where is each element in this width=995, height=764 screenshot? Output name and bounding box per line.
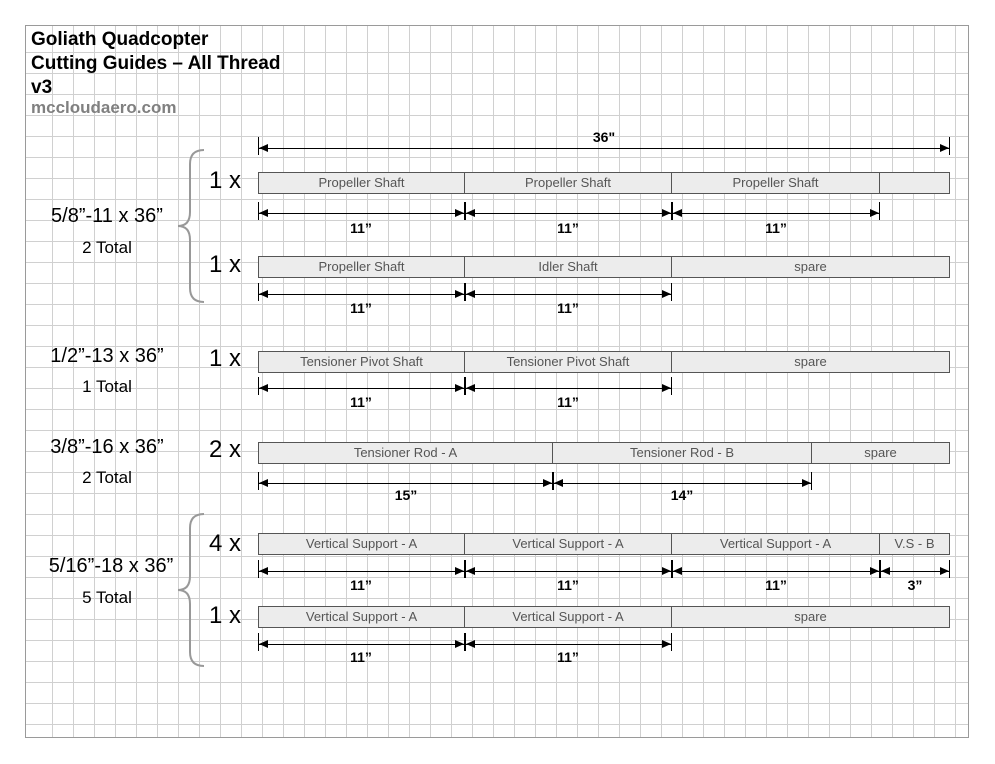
cut-segment: Vertical Support - A [465,533,672,555]
segment-dimension [465,283,672,301]
dimension-label: 11” [350,220,372,236]
row-quantity: 1 x [208,345,241,372]
row-quantity: 2 x [208,436,241,463]
curly-brace-icon [177,513,205,667]
segment-dimension [553,472,812,490]
dimension-label: 11” [350,394,372,410]
cut-segment: spare [672,351,950,373]
row-quantity: 1 x [208,167,241,194]
cut-segment: V.S - B [880,533,950,555]
segment-dimension [258,377,465,395]
curly-brace-icon [177,149,205,303]
row-quantity: 1 x [208,602,241,629]
title-line-1: Goliath Quadcopter [31,29,209,50]
cut-segment: Propeller Shaft [465,172,672,194]
group-spec: 1/2”-13 x 36” [50,345,164,367]
segment-dimension [465,633,672,651]
cut-segment: Vertical Support - A [672,533,880,555]
dimension-label: 11” [557,649,579,665]
dimension-label: 11” [350,649,372,665]
dimension-label: 11” [765,220,787,236]
segment-dimension [258,202,465,220]
segment-dimension [258,633,465,651]
overall-dimension-label: 36" [592,129,616,145]
segment-dimension [258,560,465,578]
segment-dimension [258,283,465,301]
dimension-label: 15” [394,487,418,503]
cut-segment: Vertical Support - A [465,606,672,628]
grid-sheet [25,25,969,738]
group-spec: 5/16”-18 x 36” [48,555,174,577]
dimension-label: 11” [557,577,579,593]
cut-segment: Tensioner Rod - A [258,442,553,464]
cut-segment: Idler Shaft [465,256,672,278]
dimension-label: 11” [765,577,787,593]
segment-dimension [880,560,950,578]
group-spec: 5/8”-11 x 36” [51,205,163,227]
dimension-label: 11” [557,300,579,316]
version-label: v3 [31,77,53,98]
segment-dimension [465,202,672,220]
segment-dimension [465,377,672,395]
title-line-2: Cutting Guides – All Thread [31,53,281,74]
cut-segment: spare [672,256,950,278]
cut-segment: Tensioner Rod - B [553,442,812,464]
group-total: 5 Total [82,588,132,607]
cut-segment: Propeller Shaft [258,172,465,194]
cut-segment: Vertical Support - A [258,533,465,555]
cut-segment: Tensioner Pivot Shaft [465,351,672,373]
group-total: 2 Total [82,468,132,487]
dimension-label: 14” [670,487,694,503]
cut-segment: Propeller Shaft [258,256,465,278]
overall-dimension [258,137,950,155]
website-label: mccloudaero.com [31,98,177,117]
cut-segment-remainder [880,172,950,194]
cut-segment: Propeller Shaft [672,172,880,194]
cut-segment: spare [812,442,950,464]
dimension-label: 11” [350,300,372,316]
group-total: 1 Total [82,377,132,396]
row-quantity: 4 x [208,530,241,557]
dimension-label: 11” [557,220,579,236]
cut-segment: Vertical Support - A [258,606,465,628]
segment-dimension [465,560,672,578]
dimension-label: 11” [557,394,579,410]
group-total: 2 Total [82,238,132,257]
row-quantity: 1 x [208,251,241,278]
dimension-label: 11” [350,577,372,593]
segment-dimension [258,472,553,490]
dimension-label: 3” [907,577,923,593]
cut-segment: spare [672,606,950,628]
cut-segment: Tensioner Pivot Shaft [258,351,465,373]
segment-dimension [672,202,880,220]
segment-dimension [672,560,880,578]
group-spec: 3/8”-16 x 36” [50,436,164,458]
